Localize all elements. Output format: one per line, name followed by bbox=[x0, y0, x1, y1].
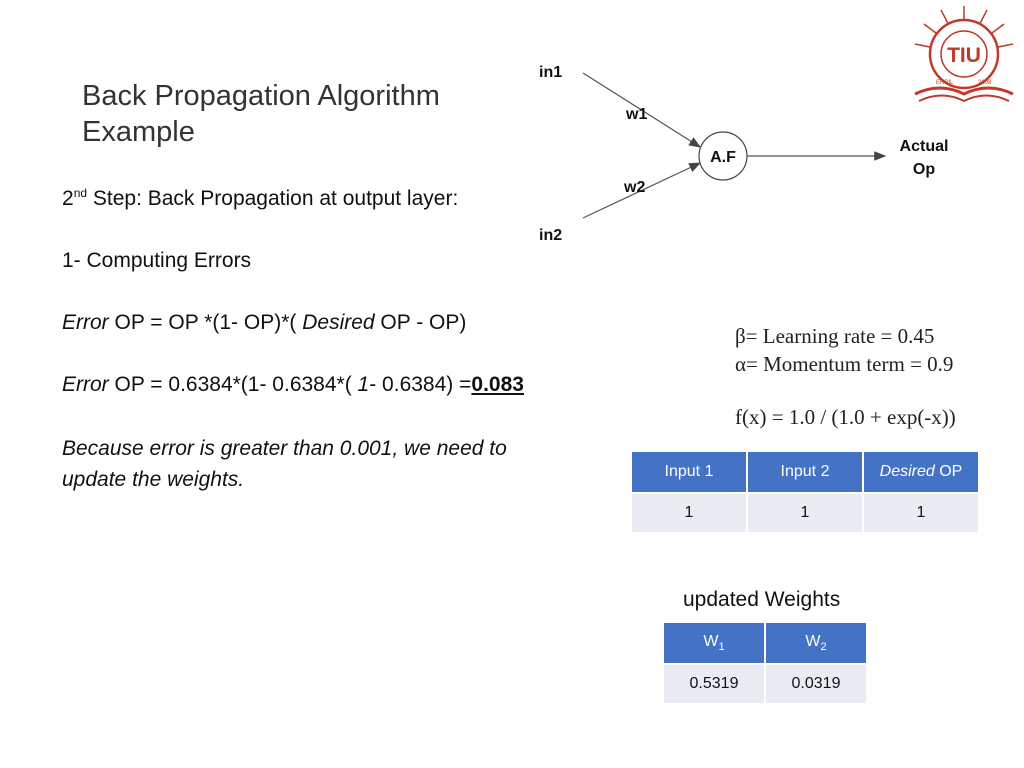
label-in2: in2 bbox=[539, 227, 562, 244]
error-word: Error bbox=[62, 373, 109, 396]
label-in1: in1 bbox=[539, 64, 562, 81]
w2-letter: W bbox=[805, 632, 821, 650]
step-heading: 2nd Step: Back Propagation at output lay… bbox=[62, 186, 458, 211]
label-actual: Actual bbox=[900, 138, 949, 155]
desired-value: 1 bbox=[357, 373, 370, 396]
label-op: Op bbox=[913, 161, 935, 178]
formula-part: OP - OP) bbox=[374, 311, 467, 334]
header-w2: W2 bbox=[766, 623, 866, 663]
cell-desired-op: 1 bbox=[864, 494, 978, 532]
error-calculation: Error OP = 0.6384*(1- 0.6384*( 1- 0.6384… bbox=[62, 373, 524, 397]
title-line-1: Back Propagation Algorithm bbox=[82, 80, 440, 112]
edge-in1 bbox=[582, 72, 702, 148]
university-logo: TIU ERBIL 2008 bbox=[914, 6, 1014, 103]
momentum-term: α= Momentum term = 0.9 bbox=[735, 352, 954, 376]
table-row: 1 1 1 bbox=[632, 494, 978, 532]
error-formula: Error OP = OP *(1- OP)*( Desired OP - OP… bbox=[62, 311, 466, 335]
w1-letter: W bbox=[703, 632, 719, 650]
input-table-header: Input 1 Input 2 Desired OP bbox=[632, 452, 978, 492]
learning-rate: β= Learning rate = 0.45 bbox=[735, 324, 935, 348]
label-node: A.F bbox=[710, 149, 736, 166]
w1-sub: 1 bbox=[718, 641, 725, 654]
cell-w2: 0.0319 bbox=[766, 665, 866, 703]
label-w1: w1 bbox=[625, 106, 647, 123]
step-text: Step: Back Propagation at output layer: bbox=[87, 187, 459, 210]
cell-input-2: 1 bbox=[748, 494, 862, 532]
slide-title: Back Propagation Algorithm Example bbox=[82, 78, 512, 150]
header-input-1: Input 1 bbox=[632, 452, 746, 492]
logo-inner-ring bbox=[940, 30, 988, 78]
formula-part: OP = OP *(1- OP)*( bbox=[108, 311, 303, 334]
cell-input-1: 1 bbox=[632, 494, 746, 532]
header-desired-op: Desired OP bbox=[864, 452, 978, 492]
formula-part: - 0.6384) = bbox=[369, 373, 472, 396]
weights-table: W1 W2 0.5319 0.0319 bbox=[662, 621, 868, 705]
computing-errors: 1- Computing Errors bbox=[62, 249, 252, 272]
header-op: OP bbox=[939, 463, 963, 480]
label-w2: w2 bbox=[623, 179, 645, 196]
step-number: 2 bbox=[62, 187, 74, 210]
because-line-2: update the weights. bbox=[62, 468, 245, 491]
edge-in2 bbox=[582, 162, 702, 219]
error-result: 0.083 bbox=[471, 373, 524, 396]
table-row: 0.5319 0.0319 bbox=[664, 665, 866, 703]
title-line-2: Example bbox=[82, 116, 195, 148]
because-note: Because error is greater than 0.001, we … bbox=[62, 433, 507, 495]
logo-book-icon bbox=[914, 86, 1014, 96]
activation-function: f(x) = 1.0 / (1.0 + exp(-x)) bbox=[735, 405, 956, 429]
header-input-2: Input 2 bbox=[748, 452, 862, 492]
input-table: Input 1 Input 2 Desired OP 1 1 1 bbox=[630, 450, 980, 534]
weights-caption: updated Weights bbox=[683, 588, 841, 611]
because-line-1: Because error is greater than 0.001, we … bbox=[62, 437, 507, 460]
formula-part: OP = 0.6384*(1- 0.6384*( bbox=[108, 373, 358, 396]
header-desired: Desired bbox=[879, 463, 935, 480]
step-superscript: nd bbox=[73, 186, 88, 200]
error-word: Error bbox=[62, 311, 109, 334]
logo-left: ERBIL bbox=[936, 80, 954, 86]
w2-sub: 2 bbox=[820, 641, 827, 654]
header-w1: W1 bbox=[664, 623, 764, 663]
network-diagram: in1 in2 w1 w2 A.F Actual Op bbox=[539, 64, 949, 244]
cell-w1: 0.5319 bbox=[664, 665, 764, 703]
desired-word: Desired bbox=[302, 311, 375, 334]
logo-right: 2008 bbox=[978, 80, 992, 86]
weights-table-header: W1 W2 bbox=[664, 623, 866, 663]
logo-text: TIU bbox=[947, 44, 981, 67]
